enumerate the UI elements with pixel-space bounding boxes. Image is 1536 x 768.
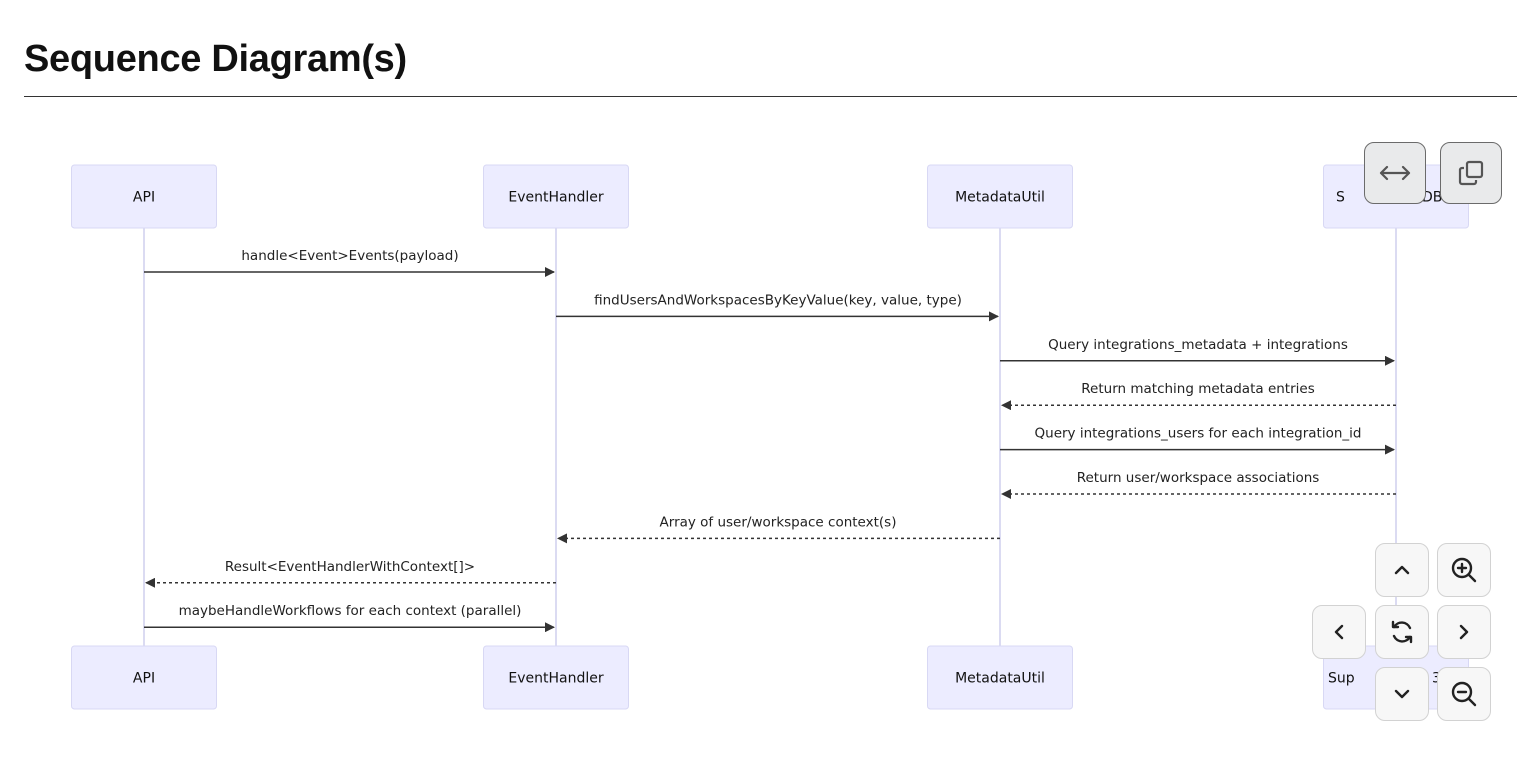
message-label: findUsersAndWorkspacesByKeyValue(key, va… bbox=[594, 292, 962, 308]
arrows-horizontal-icon bbox=[1379, 165, 1411, 181]
actor-top-label: MetadataUtil bbox=[955, 190, 1045, 206]
pan-left-button[interactable] bbox=[1312, 605, 1366, 659]
actor-top-label: API bbox=[133, 190, 155, 206]
actor-top-eventhandler bbox=[483, 164, 629, 229]
message-label: Result<EventHandlerWithContext[]> bbox=[225, 559, 475, 575]
refresh-icon bbox=[1391, 620, 1413, 644]
actor-bottom-api bbox=[71, 645, 217, 710]
pan-down-button[interactable] bbox=[1375, 667, 1429, 721]
zoom-in-button[interactable] bbox=[1437, 543, 1491, 597]
pan-right-button[interactable] bbox=[1437, 605, 1491, 659]
page-title: Sequence Diagram(s) bbox=[24, 38, 407, 80]
actor-bottom-metadatautil bbox=[927, 645, 1073, 710]
zoom-out-button[interactable] bbox=[1437, 667, 1491, 721]
actor-bottom-eventhandler bbox=[483, 645, 629, 710]
reset-view-button[interactable] bbox=[1375, 605, 1429, 659]
zoom-in-icon bbox=[1451, 557, 1477, 583]
message-label: Array of user/workspace context(s) bbox=[660, 514, 897, 530]
copy-icon bbox=[1458, 160, 1484, 186]
actor-top-metadatautil bbox=[927, 164, 1073, 229]
actor-bottom-label: API bbox=[133, 671, 155, 687]
actor-bottom-label-part: 3 bbox=[1432, 671, 1441, 687]
actor-bottom-label: MetadataUtil bbox=[955, 671, 1045, 687]
message-label: maybeHandleWorkflows for each context (p… bbox=[179, 603, 522, 619]
message-label: Query integrations_metadata + integratio… bbox=[1048, 337, 1348, 353]
fit-width-button[interactable] bbox=[1364, 142, 1426, 204]
chevron-down-icon bbox=[1394, 689, 1410, 699]
chevron-left-icon bbox=[1334, 624, 1344, 640]
actor-top-label-part: S bbox=[1336, 190, 1345, 206]
actor-top-api bbox=[71, 164, 217, 229]
actor-top-label-part: DB bbox=[1422, 190, 1442, 206]
message-label: handle<Event>Events(payload) bbox=[241, 248, 458, 264]
message-label: Return user/workspace associations bbox=[1077, 470, 1320, 486]
message-label: Query integrations_users for each integr… bbox=[1035, 426, 1362, 442]
actor-top-label: EventHandler bbox=[508, 190, 603, 206]
copy-button[interactable] bbox=[1440, 142, 1502, 204]
actor-bottom-label-part: Sup bbox=[1328, 671, 1355, 687]
zoom-out-icon bbox=[1451, 681, 1477, 707]
chevron-right-icon bbox=[1459, 624, 1469, 640]
message-label: Return matching metadata entries bbox=[1081, 381, 1314, 397]
title-divider bbox=[24, 96, 1517, 97]
actor-bottom-label: EventHandler bbox=[508, 671, 603, 687]
pan-up-button[interactable] bbox=[1375, 543, 1429, 597]
chevron-up-icon bbox=[1394, 565, 1410, 575]
